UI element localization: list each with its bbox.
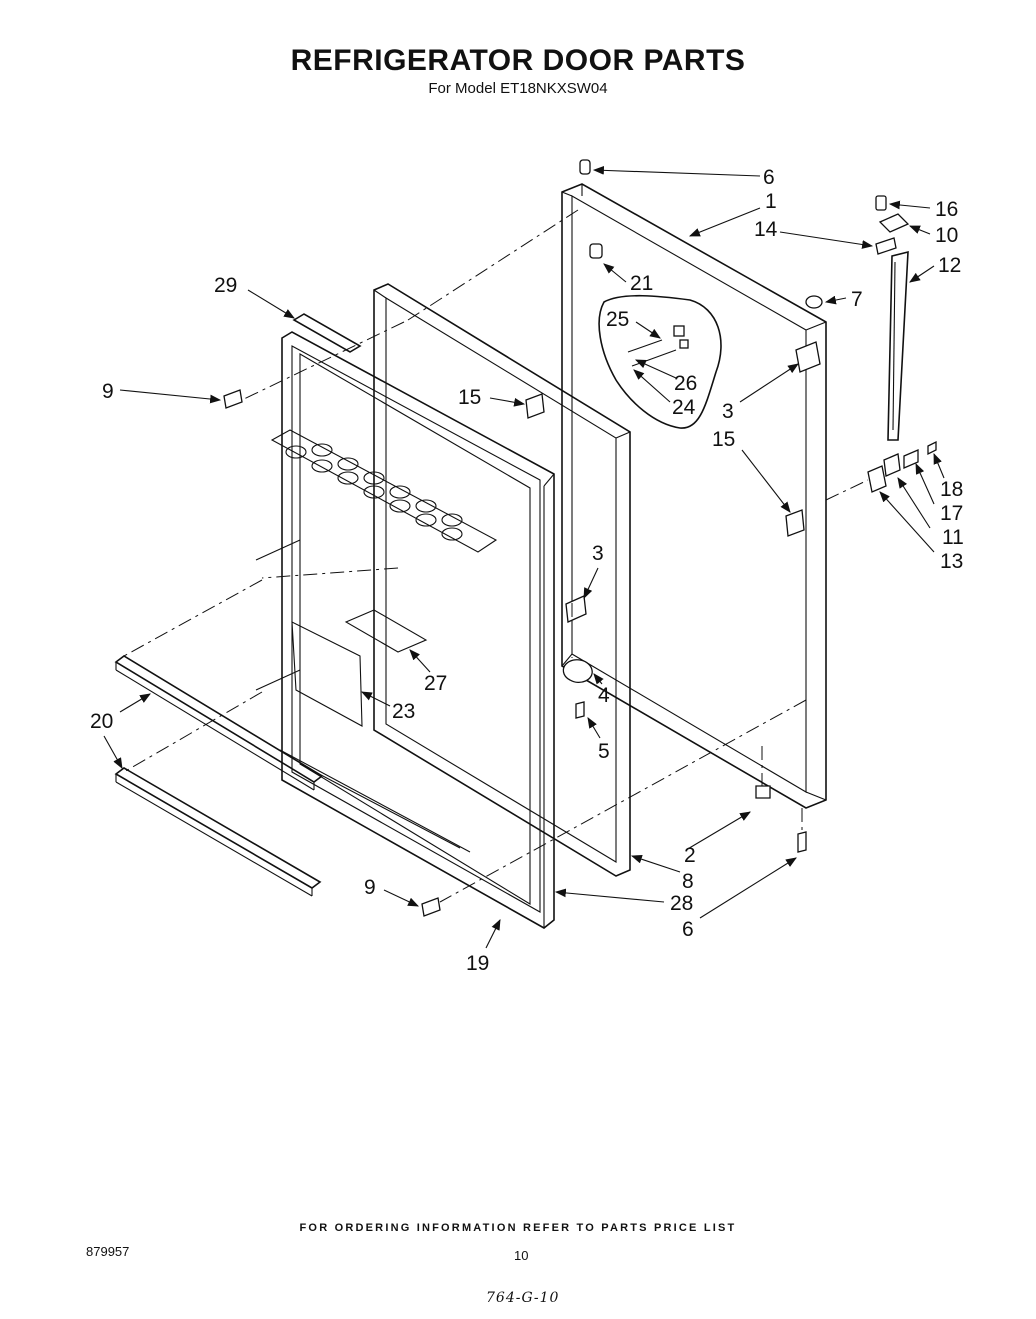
page-title: REFRIGERATOR DOOR PARTS [290,44,746,77]
callout-28: 28 [670,892,693,915]
callout-6-top: 6 [763,166,775,189]
document-number: 879957 [86,1244,130,1259]
callout-13: 13 [940,550,963,573]
handwritten-reference: 764-G-10 [486,1290,560,1306]
door-gasket-frame [373,283,631,877]
callout-19: 19 [466,952,489,975]
page-number: 10 [514,1248,529,1263]
callout-7: 7 [851,288,863,311]
foam-cutaway [598,294,722,429]
callout-10: 10 [935,224,958,247]
callout-2: 2 [684,844,696,867]
callout-5: 5 [598,740,610,763]
callout-6-bottom: 6 [682,918,694,941]
outer-door-panel [561,183,827,809]
callout-9-bottom: 9 [364,876,376,899]
callout-1: 1 [765,190,777,213]
callout-15-left: 15 [458,386,481,409]
callout-18: 18 [940,478,963,501]
door-stop-parts [223,159,807,917]
callout-20: 20 [90,710,113,733]
callout-3-right: 3 [722,400,734,423]
egg-cups [285,443,463,541]
callout-4: 4 [598,684,610,707]
lower-hinge-assembly [785,440,937,537]
callout-11: 11 [942,526,964,549]
callout-3-mid: 3 [592,542,604,565]
callout-27: 27 [424,672,447,695]
ordering-note: FOR ORDERING INFORMATION REFER TO PARTS … [299,1222,737,1234]
callout-17: 17 [940,502,963,525]
top-trim-strip [292,313,362,353]
callout-9-top: 9 [102,380,114,403]
callout-14: 14 [754,218,778,241]
top-hinge-assembly [795,195,910,441]
callout-labels: 6 1 16 14 10 12 21 7 29 25 26 24 3 9 15 … [90,166,964,975]
callout-12: 12 [938,254,961,277]
callout-8: 8 [682,870,694,893]
model-subtitle: For Model ET18NKXSW04 [428,80,608,97]
callout-26: 26 [674,372,697,395]
assembly-guide-lines [123,198,869,903]
callout-leaders [103,165,945,949]
door-shelf-upper [114,655,324,791]
callout-25: 25 [606,308,629,331]
door-shelf-lower [114,767,322,897]
callout-23: 23 [392,700,415,723]
callout-21: 21 [630,272,653,295]
callout-29: 29 [214,274,237,297]
callout-15-right: 15 [712,428,735,451]
callout-16: 16 [935,198,958,221]
inner-door-liner [255,331,555,929]
callout-24: 24 [672,396,696,419]
